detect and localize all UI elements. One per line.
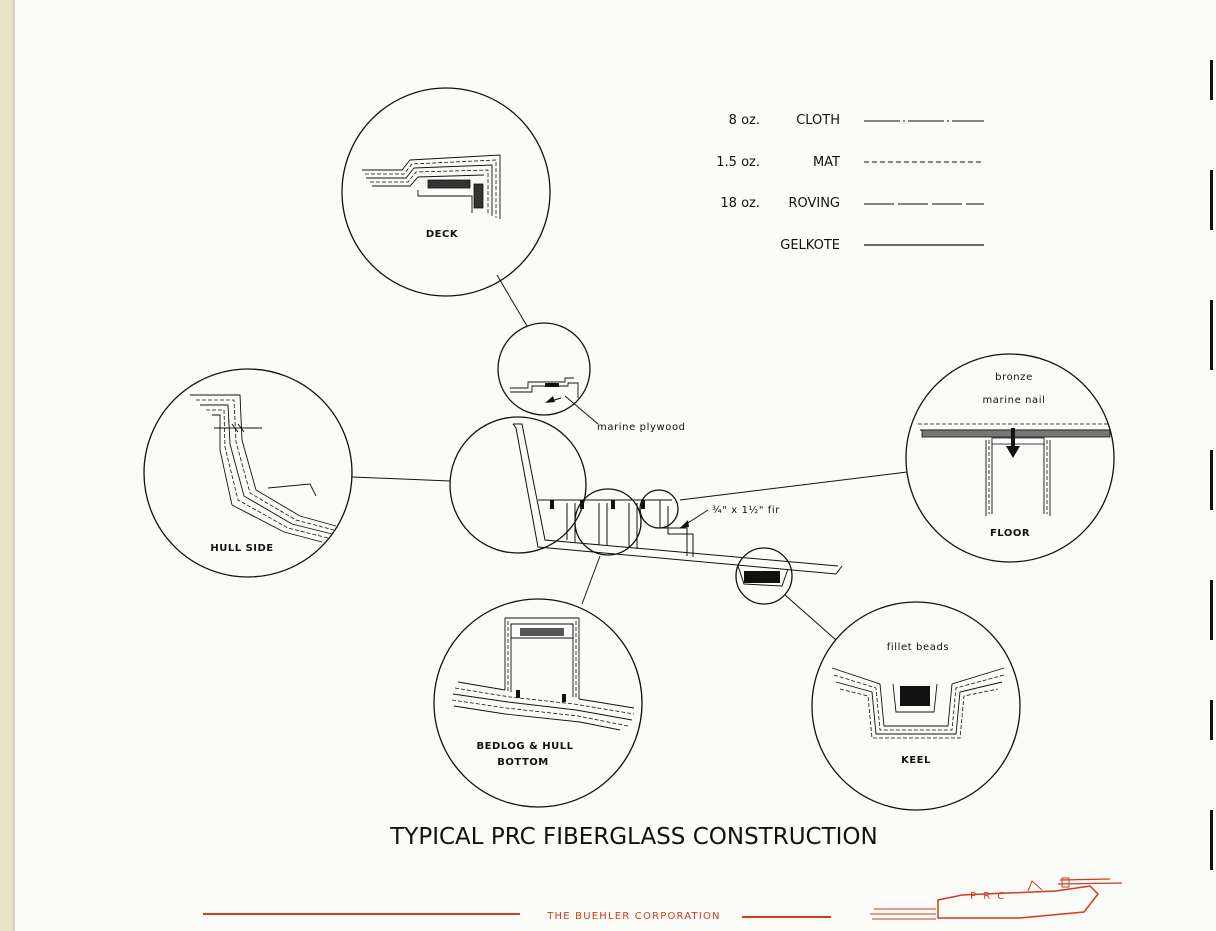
hull-side-label: HULL SIDE	[210, 543, 273, 554]
legend-material-cloth: CLOTH	[796, 113, 840, 128]
floor-detail: bronze marine nail FLOOR	[905, 353, 1115, 563]
floor-zoom-circle	[639, 489, 679, 529]
prc-boat-logo: P R C	[870, 877, 1123, 920]
right-edge-marks	[1210, 60, 1213, 870]
floor-label: FLOOR	[990, 528, 1030, 539]
keel-detail: fillet beads KEEL	[811, 601, 1021, 811]
bronze-label: bronze	[995, 372, 1033, 383]
deck-detail: DECK	[341, 87, 551, 297]
bedlog-zoom-circle	[574, 488, 642, 556]
legend-material-mat: MAT	[813, 155, 840, 170]
marine-nail-label: marine nail	[982, 395, 1045, 406]
legend-weight-roving: 18 oz.	[720, 196, 760, 211]
bedlog-label-line1: BEDLOG & HULL	[477, 741, 574, 752]
legend-weight-cloth: 8 oz.	[729, 113, 760, 128]
fillet-beads-label: fillet beads	[887, 642, 950, 653]
keel-label: KEEL	[901, 755, 931, 766]
marine-plywood-label: marine plywood	[597, 422, 686, 433]
legend: 8 oz. CLOTH 1.5 oz. MAT 18 oz. ROVING GE…	[716, 113, 984, 253]
hull-side-detail: HULL SIDE	[143, 368, 353, 578]
legend-weight-mat: 1.5 oz.	[716, 155, 760, 170]
hull-zoom-circle	[449, 416, 587, 554]
binding-edge	[0, 0, 14, 931]
hull-section	[512, 423, 843, 587]
fir-label: ¾" x 1½" fir	[712, 504, 780, 516]
deck-label: DECK	[426, 229, 459, 240]
diagram-title: TYPICAL PRC FIBERGLASS CONSTRUCTION	[389, 824, 878, 850]
footer-company: THE BUEHLER CORPORATION	[546, 911, 720, 922]
bedlog-detail: BEDLOG & HULL BOTTOM	[433, 598, 643, 808]
keel-block	[744, 571, 780, 583]
footer: THE BUEHLER CORPORATION P R C	[203, 877, 1123, 922]
bedlog-label-line2: BOTTOM	[497, 757, 548, 768]
connector-lines	[351, 274, 908, 641]
legend-material-roving: ROVING	[788, 196, 840, 211]
plywood-detail: marine plywood	[497, 322, 686, 433]
legend-material-gelkote: GELKOTE	[780, 238, 840, 253]
prc-logo-text: P R C	[970, 891, 1006, 902]
keel-zoom-circle	[735, 547, 793, 605]
